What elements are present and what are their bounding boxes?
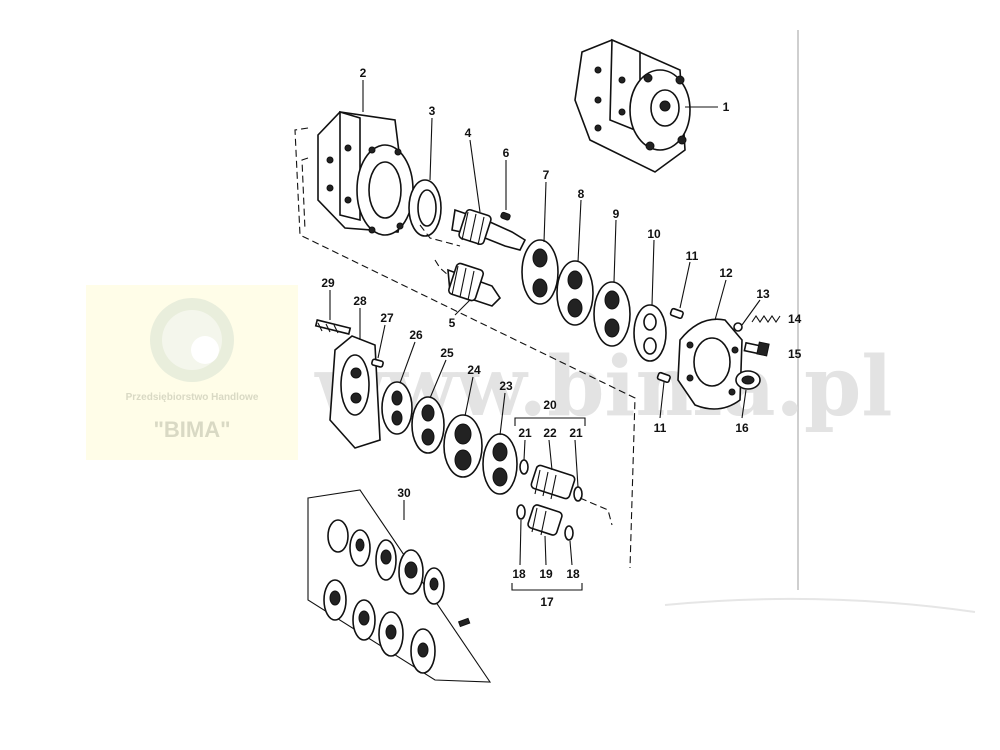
callout-1: 1 xyxy=(723,100,730,114)
callout-23: 23 xyxy=(499,379,513,393)
callout-11-upper: 11 xyxy=(686,249,699,263)
callout-15: 15 xyxy=(788,347,802,361)
callout-2: 2 xyxy=(360,66,367,80)
assembly-guide-lines xyxy=(294,127,636,569)
callout-8: 8 xyxy=(578,187,585,201)
part-1-assembled-pump xyxy=(574,38,691,173)
part-8-plate xyxy=(556,260,594,326)
part-4-drive-gear-shaft xyxy=(451,208,527,251)
part-18-ring-left xyxy=(516,504,526,520)
part-5-driven-gear-shaft xyxy=(447,262,502,307)
callout-13: 13 xyxy=(756,287,770,301)
callout-17: 17 xyxy=(540,595,554,609)
callout-9: 9 xyxy=(613,207,620,221)
frame-edge-curve xyxy=(664,597,976,613)
callout-22: 22 xyxy=(543,426,557,440)
part-12-end-cover xyxy=(677,318,743,410)
part-30-seal-kit xyxy=(307,489,492,683)
callout-21-left: 21 xyxy=(518,426,532,440)
part-7-plate xyxy=(521,239,559,305)
callout-19: 19 xyxy=(539,567,553,581)
part-23-plate xyxy=(482,433,518,495)
callout-18-left: 18 xyxy=(512,567,526,581)
callout-4: 4 xyxy=(465,126,472,140)
callout-28: 28 xyxy=(353,294,367,308)
part-2-housing xyxy=(317,110,414,236)
part-22-gear xyxy=(530,464,576,500)
part-11-dowel-pin xyxy=(669,307,684,320)
callout-3: 3 xyxy=(429,104,436,118)
part-28-housing xyxy=(329,335,381,449)
callout-10: 10 xyxy=(647,227,661,241)
part-9-plate xyxy=(593,281,631,347)
callout-18-right: 18 xyxy=(566,567,580,581)
callout-14: 14 xyxy=(788,312,802,326)
part-16-shaft-seal xyxy=(735,370,761,390)
watermark-logo: Przedsiębiorstwo Handlowe "BIMA" xyxy=(86,285,298,460)
callout-25: 25 xyxy=(440,346,454,360)
part-19-gear xyxy=(527,504,563,536)
part-21-ring-left xyxy=(519,459,529,475)
callout-5: 5 xyxy=(449,316,456,330)
callout-7: 7 xyxy=(543,168,550,182)
callout-16: 16 xyxy=(735,421,749,435)
callout-6: 6 xyxy=(503,146,510,160)
part-10-plate xyxy=(633,304,667,362)
part-25-plate xyxy=(411,396,445,454)
part-26-plate xyxy=(381,381,413,435)
callout-24: 24 xyxy=(467,363,481,377)
part-27-pin xyxy=(371,358,384,368)
part-13-ball xyxy=(733,322,743,332)
callout-29: 29 xyxy=(321,276,335,290)
part-6-pin xyxy=(500,211,511,221)
watermark-company-line: Przedsiębiorstwo Handlowe xyxy=(126,392,259,403)
callout-11-lower: 11 xyxy=(654,421,667,435)
part-29-stud xyxy=(314,319,352,335)
callout-26: 26 xyxy=(409,328,423,342)
callout-12: 12 xyxy=(719,266,733,280)
part-11-dowel-pin-lower xyxy=(656,371,671,384)
callout-numbers: 2 3 4 6 7 8 9 10 11 12 13 14 15 1 16 11 … xyxy=(321,66,801,609)
part-14-spring xyxy=(751,315,781,323)
part-24-plate xyxy=(443,414,483,478)
part-3-seal-plate xyxy=(408,179,442,237)
callout-30: 30 xyxy=(397,486,411,500)
leader-lines xyxy=(329,80,761,591)
part-18-ring-right xyxy=(564,525,574,541)
part-15-plug-screw xyxy=(743,341,770,357)
callout-27: 27 xyxy=(380,311,394,325)
callout-20: 20 xyxy=(543,398,557,412)
watermark-company-name: "BIMA" xyxy=(153,417,230,442)
callout-21-right: 21 xyxy=(569,426,583,440)
